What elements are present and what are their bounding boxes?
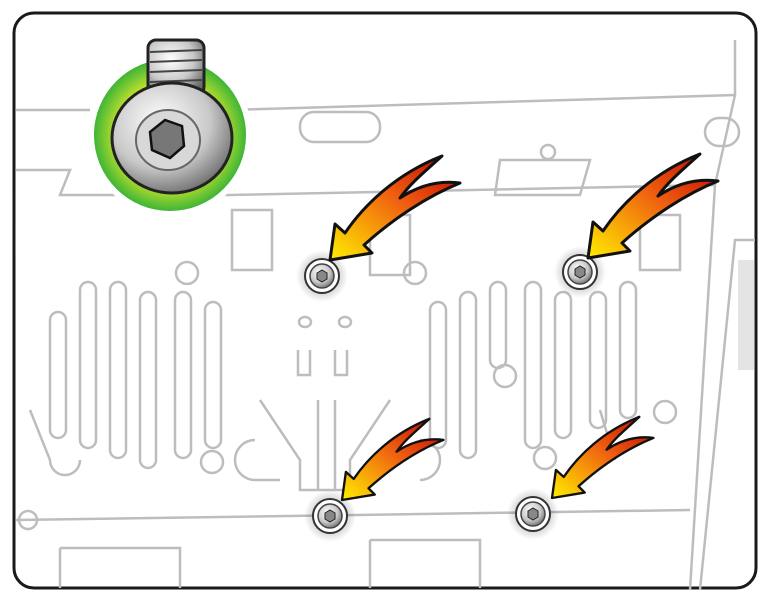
- hex-screw-icon: [88, 38, 252, 217]
- vent-panel: [738, 260, 754, 370]
- chassis-line-art: [15, 40, 755, 591]
